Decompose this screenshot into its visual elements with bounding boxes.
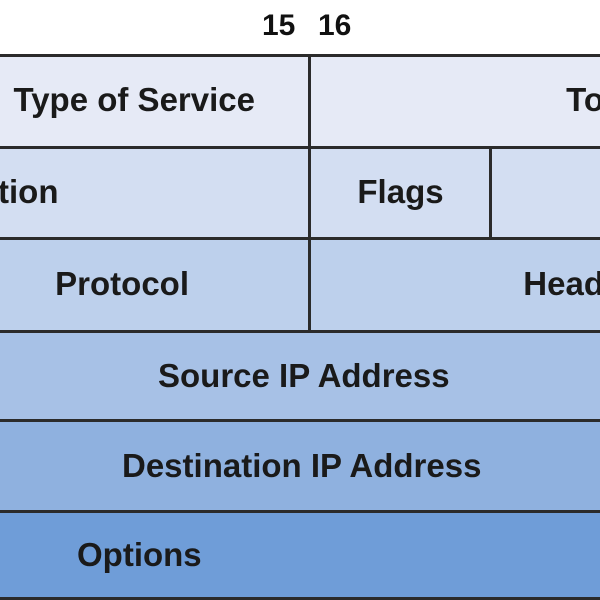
bit-label-16: 16 [318,9,352,42]
row-identification-flags [0,146,600,237]
bottom-border [0,597,600,600]
protocol-label: Protocol [55,264,189,302]
divider-bit-16 [308,54,311,330]
total-length-label: To [566,81,600,118]
header-checksum-field: Head [312,237,600,330]
flags-label: Flags [357,172,444,210]
destination-ip-label: Destination IP Address [122,447,482,484]
row-protocol-checksum [0,237,600,330]
source-ip-label: Source IP Address [158,357,450,394]
divider-flags [489,146,492,237]
flags-field: Flags [312,146,489,237]
bit-label-15: 15 [262,9,296,42]
source-ip-field: Source IP Address [0,330,600,419]
identification-label: tion [0,172,59,210]
identification-field: tion [0,146,309,237]
protocol-field: Protocol [0,237,309,330]
options-label: Options [77,536,202,573]
type-of-service-field: Type of Service [0,54,309,146]
total-length-field: To [312,54,600,146]
destination-ip-field: Destination IP Address [0,419,600,510]
header-checksum-label: Head [523,264,600,302]
type-of-service-label: Type of Service [13,81,256,118]
fragment-offset-field [492,146,600,237]
options-field: Options [0,510,600,597]
row-type-of-service [0,54,600,146]
